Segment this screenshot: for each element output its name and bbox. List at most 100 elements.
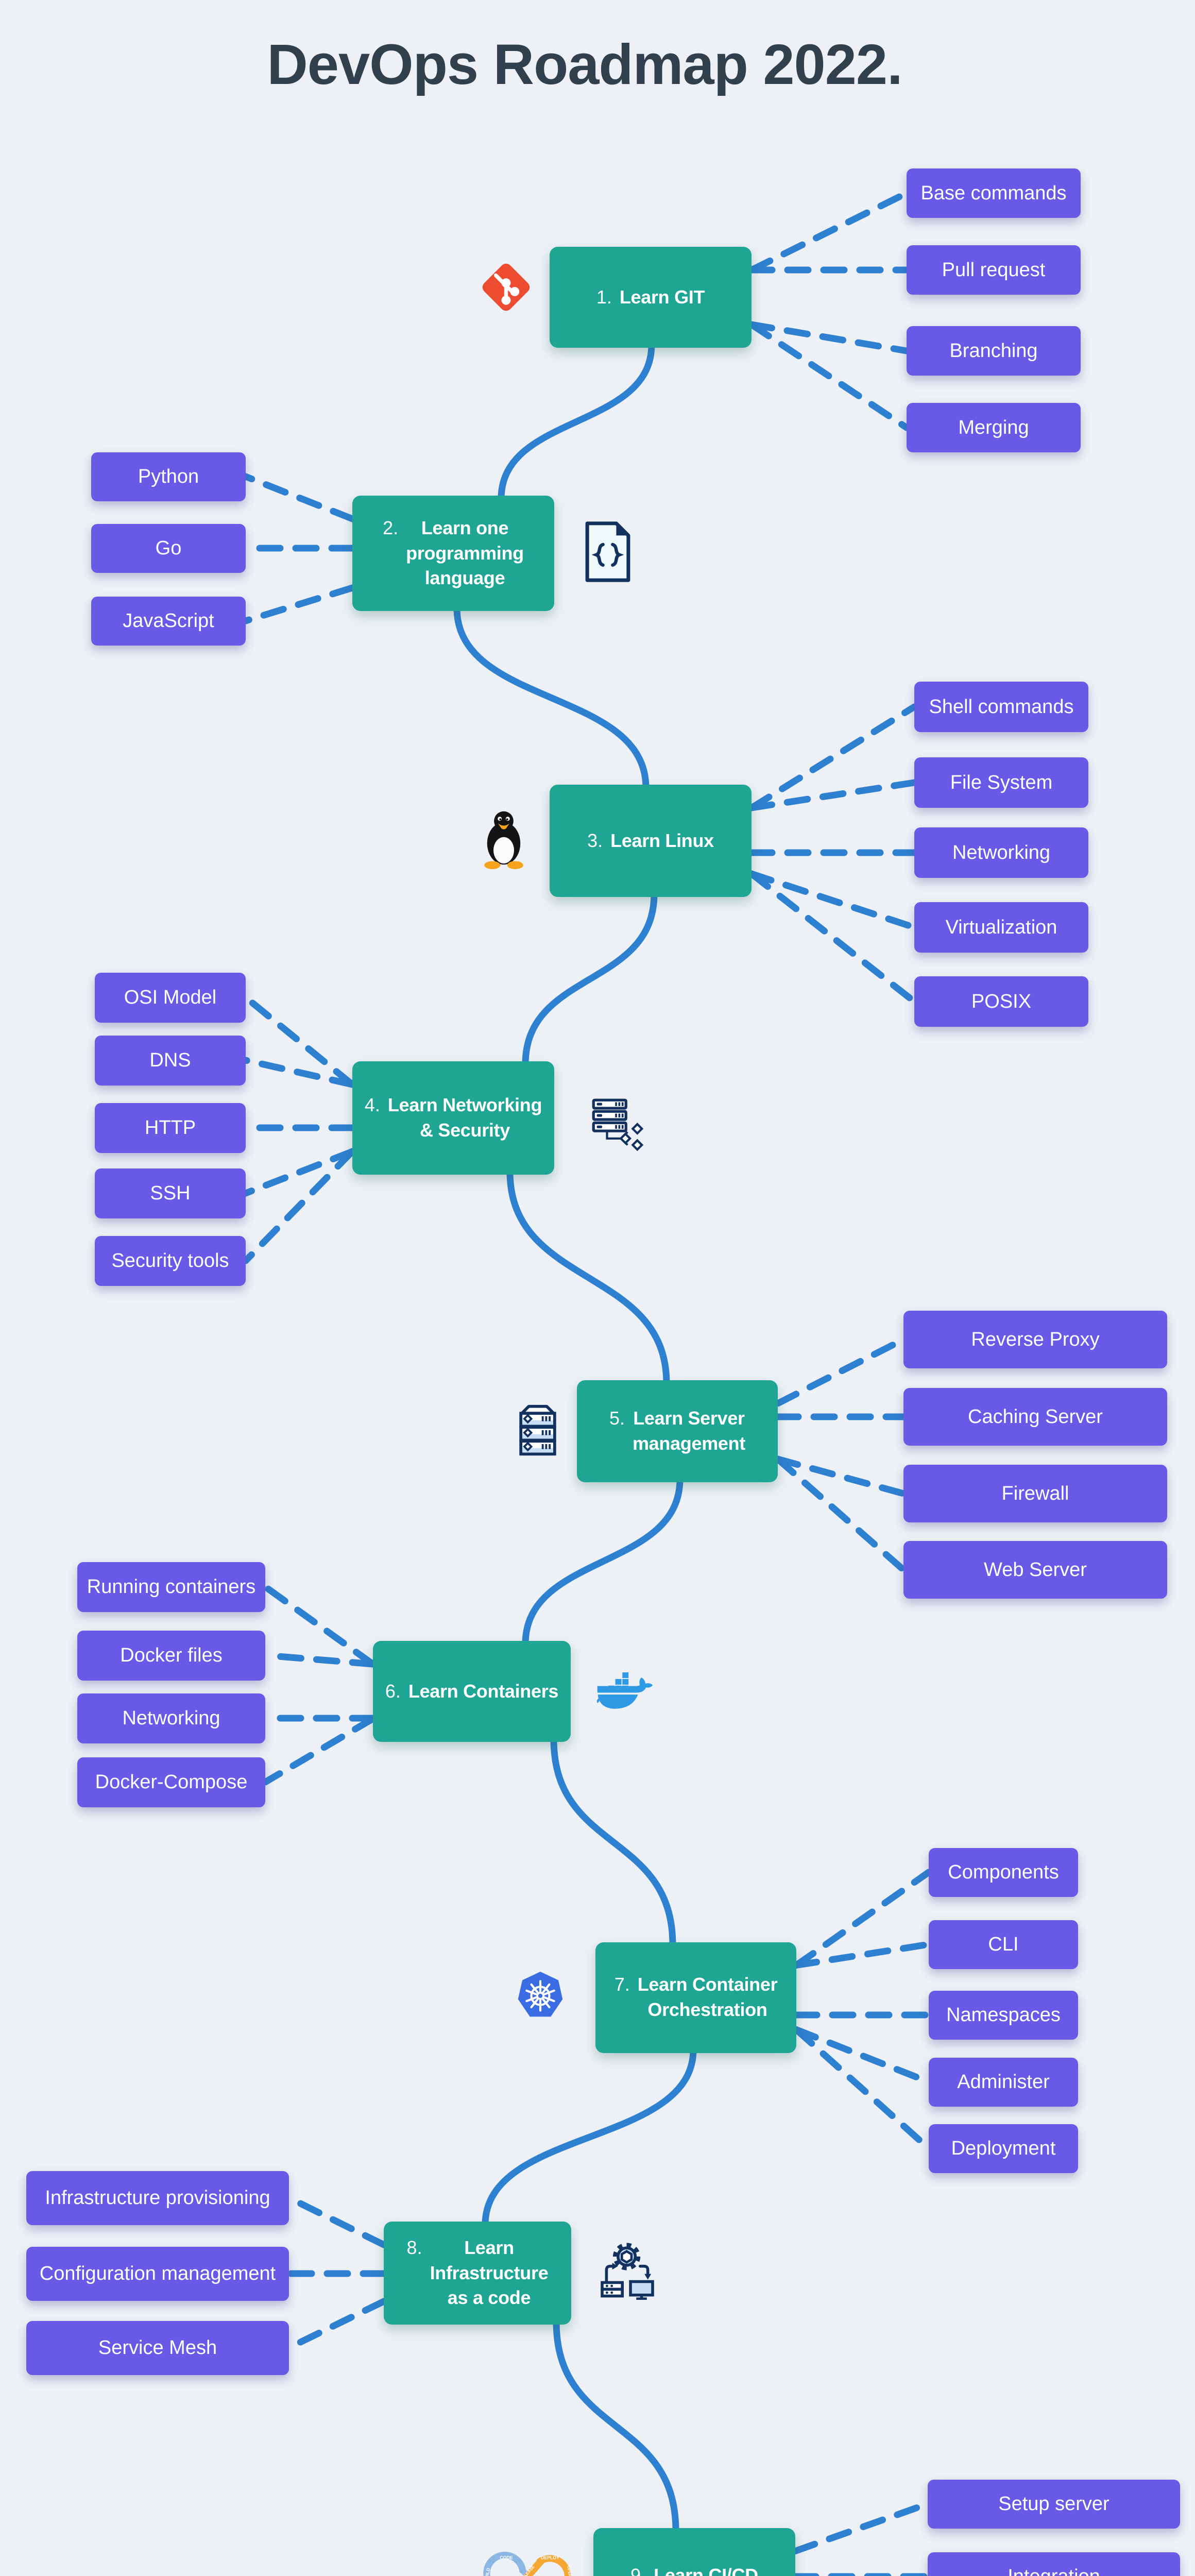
branch-label: Running containers	[87, 1575, 256, 1598]
branch-box: Infrastructure provisioning	[26, 2171, 289, 2225]
roadmap-node: 4. Learn Networking & Security	[352, 1061, 554, 1175]
branch-box: OSI Model	[95, 972, 246, 1023]
svg-text:CODE: CODE	[500, 2555, 513, 2560]
branch-box: Virtualization	[914, 902, 1088, 953]
branch-label: Shell commands	[929, 696, 1074, 718]
branch-connector	[793, 1941, 932, 1969]
branch-label: File System	[950, 771, 1053, 793]
branch-connector	[242, 1148, 356, 1197]
spine-curve	[453, 341, 697, 2534]
branch-box: File System	[914, 757, 1088, 808]
branch-connector	[748, 779, 918, 811]
branch-box: Administer	[929, 2057, 1078, 2107]
svg-text:BUILD: BUILD	[484, 2567, 491, 2576]
branch-box: Components	[929, 1848, 1078, 1897]
branch-label: Service Mesh	[98, 2336, 217, 2359]
branch-box: Running containers	[77, 1562, 265, 1612]
branch-box: JavaScript	[91, 596, 246, 646]
branch-box: Networking	[77, 1693, 265, 1743]
branch-connector	[242, 1057, 356, 1088]
branch-label: Branching	[949, 340, 1038, 362]
branch-label: CLI	[988, 1933, 1019, 1955]
branch-connector	[748, 870, 918, 931]
branch-box: POSIX	[914, 976, 1088, 1027]
branch-label: Administer	[957, 2071, 1050, 2093]
branch-box: Python	[91, 452, 246, 501]
node-number: 6.	[385, 1680, 401, 1702]
docker-icon	[596, 1671, 653, 1715]
branch-box: Web Server	[903, 1541, 1167, 1599]
node-number: 1.	[596, 286, 612, 308]
branch-label: Firewall	[1001, 1482, 1069, 1504]
branch-box: Docker files	[77, 1630, 265, 1681]
roadmap-node: 2. Learn one programming language	[352, 496, 554, 611]
node-number: 9.	[630, 2564, 646, 2576]
node-label: Learn Networking & Security	[387, 1094, 542, 1141]
roadmap-node: 8.Learn Infrastructure as a code	[384, 2222, 571, 2325]
branch-connector	[262, 1583, 377, 1668]
roadmap-node: 3. Learn Linux	[550, 785, 752, 897]
git-icon	[479, 260, 533, 314]
branch-label: Deployment	[951, 2137, 1056, 2159]
node-label: Learn Server management	[632, 1408, 746, 1454]
branch-box: Branching	[907, 326, 1081, 376]
branch-label: Networking	[952, 841, 1051, 863]
branch-box: Security tools	[95, 1235, 246, 1286]
branch-label: Go	[155, 537, 182, 559]
branch-box: HTTP	[95, 1103, 246, 1153]
branch-box: Pull request	[907, 245, 1081, 295]
branch-label: Virtualization	[945, 916, 1057, 938]
branch-box: Merging	[907, 403, 1081, 452]
node-label: Learn Linux	[610, 829, 714, 851]
branch-label: Infrastructure provisioning	[45, 2187, 270, 2209]
branch-label: Base commands	[920, 182, 1067, 204]
branch-connector	[242, 584, 356, 624]
node-number: 3.	[587, 829, 603, 851]
branch-connector	[242, 994, 356, 1088]
branch-label: OSI Model	[124, 986, 217, 1008]
branch-box: Base commands	[907, 168, 1081, 218]
branch-label: DNS	[149, 1049, 191, 1071]
branch-box: Go	[91, 523, 246, 573]
node-number: 5.	[609, 1408, 625, 1429]
branch-label: Security tools	[111, 1249, 229, 1272]
branch-connector	[242, 1148, 356, 1264]
page-title: DevOps Roadmap 2022.	[267, 33, 902, 96]
roadmap-node: 9. Learn CI/CD	[593, 2528, 795, 2576]
branch-connector	[748, 703, 918, 811]
branch-box: Integration	[928, 2552, 1180, 2576]
branch-box: Caching Server	[903, 1388, 1167, 1446]
branch-connector	[285, 2298, 387, 2351]
branch-label: Merging	[958, 416, 1029, 438]
roadmap-node: 1.Learn GIT	[550, 247, 752, 348]
branch-label: POSIX	[971, 990, 1032, 1012]
branch-label: Namespaces	[946, 2004, 1061, 2026]
branch-label: Web Server	[984, 1558, 1087, 1581]
node-label: Learn CI/CD	[654, 2564, 758, 2576]
roadmap-node: 6.Learn Containers	[373, 1641, 571, 1742]
iac-icon	[599, 2242, 656, 2300]
branch-label: Configuration management	[39, 2262, 276, 2284]
branch-connector	[262, 1715, 377, 1786]
branch-connector	[748, 321, 910, 354]
branch-box: Configuration management	[26, 2246, 289, 2301]
branch-connector	[793, 2026, 932, 2086]
branch-box: Deployment	[929, 2124, 1078, 2173]
branch-connector	[748, 321, 910, 431]
roadmap-node: 5. Learn Server management	[577, 1380, 778, 1482]
branch-label: JavaScript	[123, 609, 214, 632]
branch-label: Reverse Proxy	[971, 1328, 1100, 1350]
branch-label: Networking	[122, 1707, 220, 1729]
branch-label: SSH	[150, 1182, 191, 1204]
branch-label: Setup server	[998, 2493, 1109, 2515]
branch-label: Caching Server	[968, 1405, 1103, 1428]
node-label: Learn one programming language	[406, 517, 524, 589]
server-stack-icon	[513, 1402, 563, 1458]
branch-box: DNS	[95, 1035, 246, 1086]
node-number: 2.	[383, 517, 399, 539]
node-number: 4.	[364, 1094, 380, 1116]
node-label: Learn Infrastructure as a code	[430, 2237, 549, 2309]
branch-connector	[793, 2026, 932, 2152]
branch-label: Docker-Compose	[95, 1771, 248, 1793]
